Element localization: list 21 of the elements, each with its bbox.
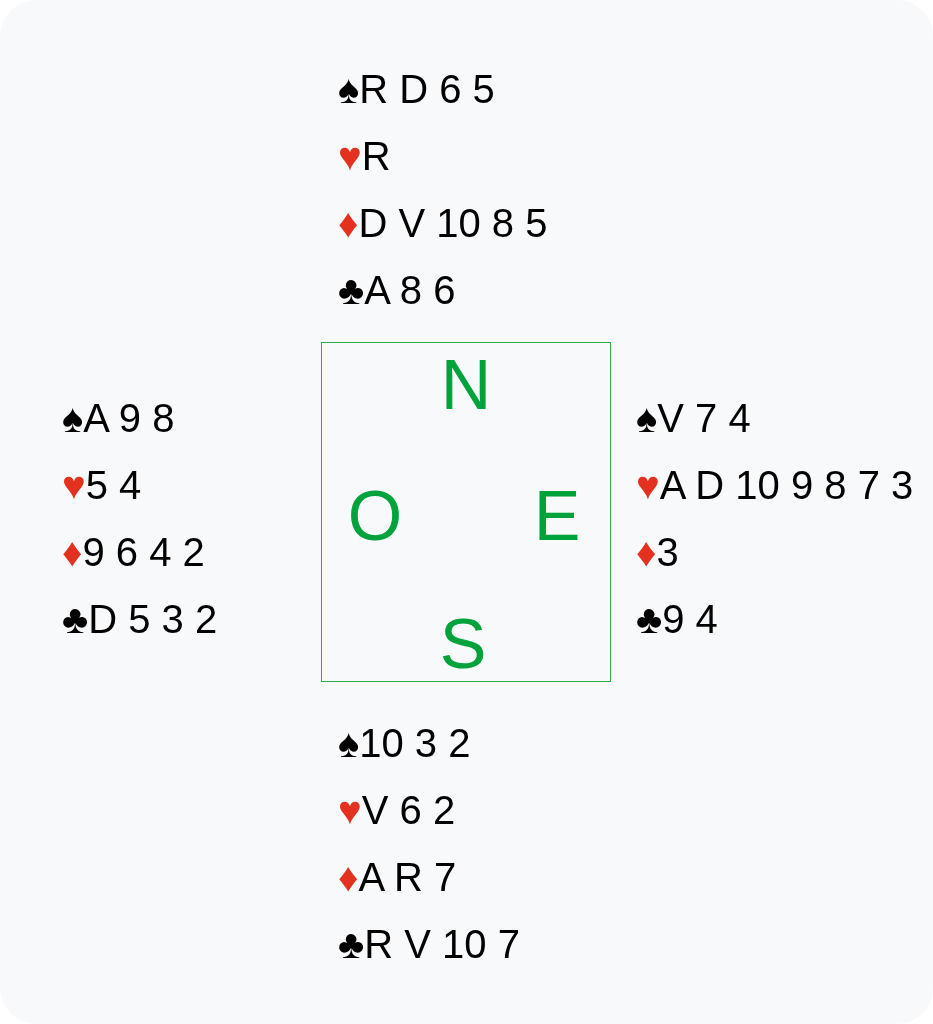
suit-holding: ♦3 (636, 529, 679, 575)
compass-letter: N (440, 350, 492, 420)
suit-holding: ♦9 6 4 2 (62, 529, 205, 575)
suit-holding: ♦A R 7 (338, 854, 457, 900)
suit-holding: ♣A 8 6 (338, 267, 456, 313)
suit-holding: ♥A D 10 9 8 7 3 (636, 462, 914, 508)
suit-holding: ♠V 7 4 (636, 395, 751, 441)
suit-holding: ♠10 3 2 (338, 720, 471, 766)
compass-letter: S (439, 609, 487, 679)
suit-holding: ♠A 9 8 (62, 395, 175, 441)
suit-holding: ♦D V 10 8 5 (338, 200, 548, 246)
suit-holding: ♣R V 10 7 (338, 921, 520, 967)
compass-box (321, 342, 611, 682)
suit-holding: ♥R (338, 133, 391, 179)
suit-holding: ♥5 4 (62, 462, 142, 508)
compass-letter: O (347, 481, 403, 551)
suit-holding: ♣D 5 3 2 (62, 596, 218, 642)
suit-holding: ♥V 6 2 (338, 787, 456, 833)
suit-holding: ♠R D 6 5 (338, 66, 495, 112)
suit-holding: ♣9 4 (636, 596, 718, 642)
compass-letter: E (533, 481, 581, 551)
